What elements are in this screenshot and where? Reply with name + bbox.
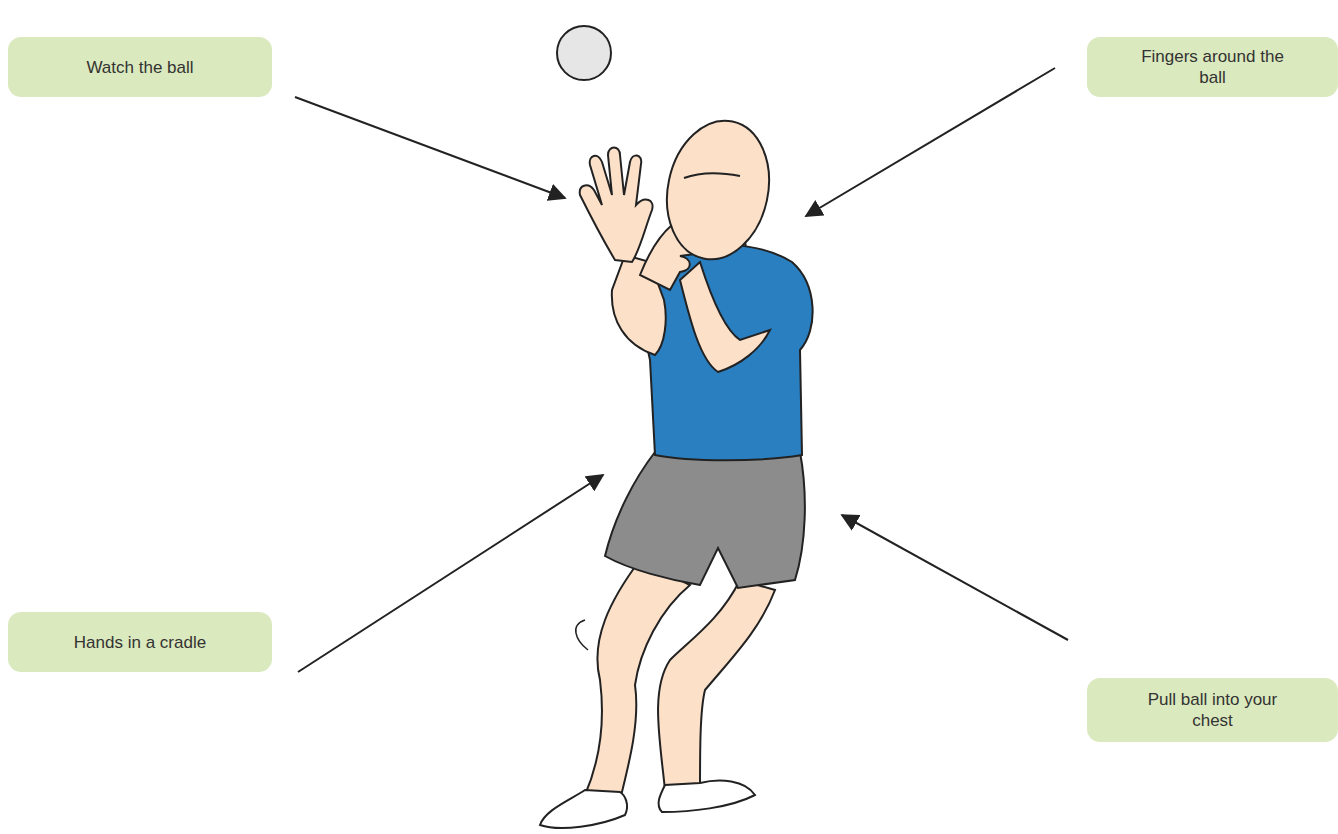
callout-box: Fingers around the ball <box>1087 37 1338 97</box>
callout-label: Pull ball into your chest <box>1143 689 1283 731</box>
left-hand <box>580 148 653 263</box>
callout-label: Fingers around the ball <box>1138 46 1288 88</box>
right-shoe <box>659 781 755 812</box>
face-line <box>684 173 740 178</box>
right-leg <box>658 580 775 790</box>
callout-label: Watch the ball <box>86 57 193 78</box>
callout-label: Hands in a cradle <box>74 632 206 653</box>
leader-arrow <box>298 475 603 672</box>
knee-line <box>576 620 588 650</box>
ball <box>557 26 611 80</box>
leader-arrow <box>806 68 1055 216</box>
callout-box: Watch the ball <box>8 37 272 97</box>
left-shoe <box>540 790 627 828</box>
shorts <box>605 452 805 588</box>
leader-arrow <box>295 97 565 198</box>
callout-box: Pull ball into your chest <box>1087 678 1338 742</box>
callout-box: Hands in a cradle <box>8 612 272 672</box>
head <box>655 111 782 269</box>
right-arm <box>680 262 770 372</box>
leader-arrow <box>842 515 1068 640</box>
